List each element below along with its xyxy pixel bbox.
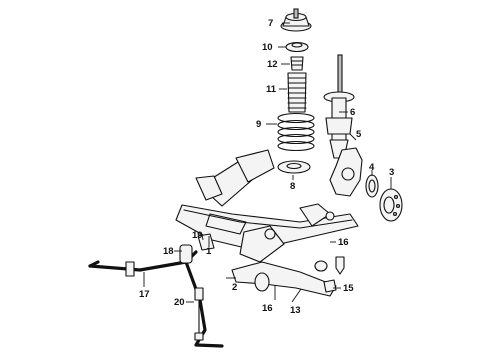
- ball-joint: [335, 256, 345, 275]
- callout-16-lower: 16: [262, 303, 273, 314]
- leader-lines: [143, 22, 392, 303]
- callout-1: 1: [206, 246, 212, 257]
- callout-19: 19: [192, 230, 203, 241]
- callout-15: 15: [343, 283, 354, 294]
- callout-7: 8: [290, 181, 295, 192]
- callout-4: 4: [369, 162, 375, 173]
- shock-strut: [323, 54, 355, 159]
- jounce-bumper: [290, 56, 304, 71]
- callout-13: 13: [290, 305, 301, 316]
- wheel-hub-bearing: [365, 174, 379, 198]
- callout-5: 5: [356, 129, 362, 140]
- callout-labels: 7 10 12 11 9 6 5 4 3 8 1 2 13 16 15 16 1…: [139, 18, 394, 316]
- callout-20: 20: [174, 297, 185, 308]
- front-crossmember: [175, 149, 359, 263]
- stabilizer-bushing-19: [197, 233, 215, 251]
- stabilizer-link: [194, 287, 204, 341]
- lower-control-arm: [231, 260, 337, 297]
- callout-9: 9: [256, 119, 261, 130]
- callout-8: 7: [268, 18, 273, 29]
- strut-top-mount: [280, 8, 312, 32]
- lower-spring-seat: [277, 160, 311, 174]
- callout-17: 17: [139, 289, 150, 300]
- dust-boot: [287, 72, 307, 113]
- callout-18: 18: [163, 246, 174, 257]
- steering-knuckle: [329, 147, 363, 197]
- callout-2: 2: [232, 282, 237, 293]
- callout-16-upper: 16: [338, 237, 349, 248]
- callout-10: 10: [262, 42, 273, 53]
- callout-3: 3: [389, 167, 394, 178]
- stabilizer-bushing-18: [179, 244, 193, 264]
- lower-arm-end: [323, 279, 337, 293]
- callout-6: 6: [350, 107, 355, 118]
- callout-12: 12: [267, 59, 278, 70]
- bump-stop-washer: [285, 41, 309, 53]
- coil-spring: [277, 112, 315, 152]
- wheel-hub: [379, 188, 403, 222]
- callout-11: 11: [266, 84, 277, 95]
